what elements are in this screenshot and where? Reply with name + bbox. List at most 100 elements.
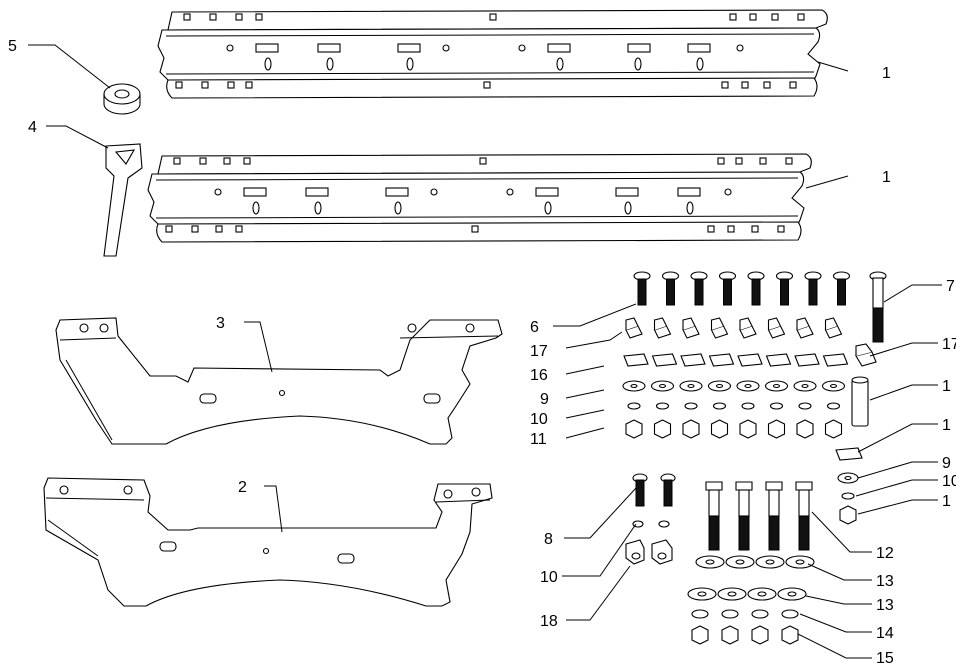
clip [796, 325, 814, 339]
clip [625, 325, 643, 339]
hex-nut-15 [721, 625, 739, 645]
bolt-stack [687, 481, 725, 645]
lock-washer-14 [781, 609, 799, 619]
bolt-stack [717, 481, 755, 645]
hex-bolt-shank [798, 489, 810, 517]
part-7-long-bolt [869, 271, 887, 343]
hex-bolt-thread [708, 515, 720, 551]
part-1-rail-top [157, 9, 828, 99]
callout-4: 4 [28, 119, 37, 136]
clip-tab [739, 317, 753, 330]
callout-1-second: 1 [882, 169, 891, 186]
part-2-bracket [43, 477, 493, 607]
lock-washer [798, 402, 812, 410]
lock-washer [684, 402, 698, 410]
plate [708, 353, 735, 367]
lock-washer [826, 402, 841, 410]
bolt-set-12-15 [687, 481, 815, 645]
washer-hole [744, 383, 752, 389]
clip-tab [653, 317, 667, 330]
part-5-spacer [103, 83, 141, 115]
callout-10-bottom: 10 [540, 569, 558, 586]
plate [737, 353, 763, 367]
callout-1-top: 1 [882, 65, 891, 82]
fastener-column [793, 271, 822, 439]
callout-9: 9 [540, 391, 549, 408]
hex-bolt-shank [738, 489, 750, 517]
callout-5: 5 [8, 38, 17, 55]
clip [710, 325, 729, 339]
part-9-washer-right [837, 472, 859, 484]
callout-11: 11 [530, 431, 547, 448]
callout-12: 12 [876, 545, 894, 562]
plate [822, 353, 849, 367]
callout-10: 10 [530, 411, 548, 428]
plate [651, 353, 678, 367]
callout-17: 17 [530, 343, 548, 360]
washer-hole [765, 559, 775, 565]
callout-16: 16 [530, 367, 548, 384]
washer-hole [735, 559, 745, 565]
callout-2: 2 [238, 479, 247, 496]
hex-nut [796, 419, 814, 439]
callout-9-right: 9 [942, 455, 951, 472]
clip-tab [767, 317, 781, 330]
bolt-thread [837, 278, 846, 306]
bolt-thread [666, 278, 675, 306]
part-10-lockwasher-right [841, 492, 855, 500]
callout-6: 6 [530, 319, 539, 336]
spacer-tube-right [851, 376, 869, 427]
part-10-lockwashers-pair [632, 520, 670, 528]
bolt-thread [694, 278, 704, 306]
fastener-column [707, 271, 737, 439]
part-18-clamp-nuts [625, 539, 673, 565]
part-11-nut-right [839, 505, 857, 525]
clip-tab [625, 317, 639, 330]
hex-bolt-thread [738, 515, 750, 551]
hex-nut [625, 419, 643, 439]
callout-3: 3 [216, 315, 225, 332]
lock-washer-14 [691, 609, 709, 619]
clip [767, 325, 786, 339]
callout-1-right-c: 1 [942, 493, 951, 510]
part-4-key [103, 143, 143, 257]
lock-washer [712, 402, 727, 410]
callout-17-right: 17 [942, 336, 956, 353]
callout-7: 7 [946, 278, 955, 295]
hex-bolt-thread [798, 515, 810, 551]
clip-tab [796, 317, 810, 330]
callout-13-a: 13 [876, 573, 894, 590]
fastener-column [821, 271, 851, 439]
fastener-column [736, 271, 765, 439]
hex-nut [710, 419, 729, 439]
washer-hole [658, 383, 667, 389]
fastener-grid [622, 271, 851, 439]
hex-nut [739, 419, 757, 439]
clip [682, 325, 700, 339]
clip-tab [710, 317, 724, 330]
hex-bolt-shank [708, 489, 720, 517]
callout-10-right: 10 [942, 473, 956, 490]
lock-washer [655, 402, 670, 410]
fastener-column [650, 271, 680, 439]
washer-hole [801, 383, 809, 389]
part-1-rail-bottom [147, 153, 812, 243]
fastener-column [622, 271, 651, 439]
hex-nut-15 [691, 625, 709, 645]
callout-1-right-a: 1 [942, 378, 951, 395]
clip [739, 325, 757, 339]
bolt-thread [780, 278, 789, 306]
bolt-thread [808, 278, 818, 306]
hex-nut [682, 419, 700, 439]
plate [680, 353, 706, 367]
washer-hole [715, 383, 724, 389]
bolt-stack [747, 481, 785, 645]
washer-hole [705, 559, 715, 565]
washer-hole [630, 383, 638, 389]
hex-nut [824, 419, 843, 439]
hex-bolt-shank [768, 489, 780, 517]
callout-1-right-b: 1 [942, 417, 951, 434]
callout-8: 8 [544, 531, 553, 548]
clip [824, 325, 843, 339]
